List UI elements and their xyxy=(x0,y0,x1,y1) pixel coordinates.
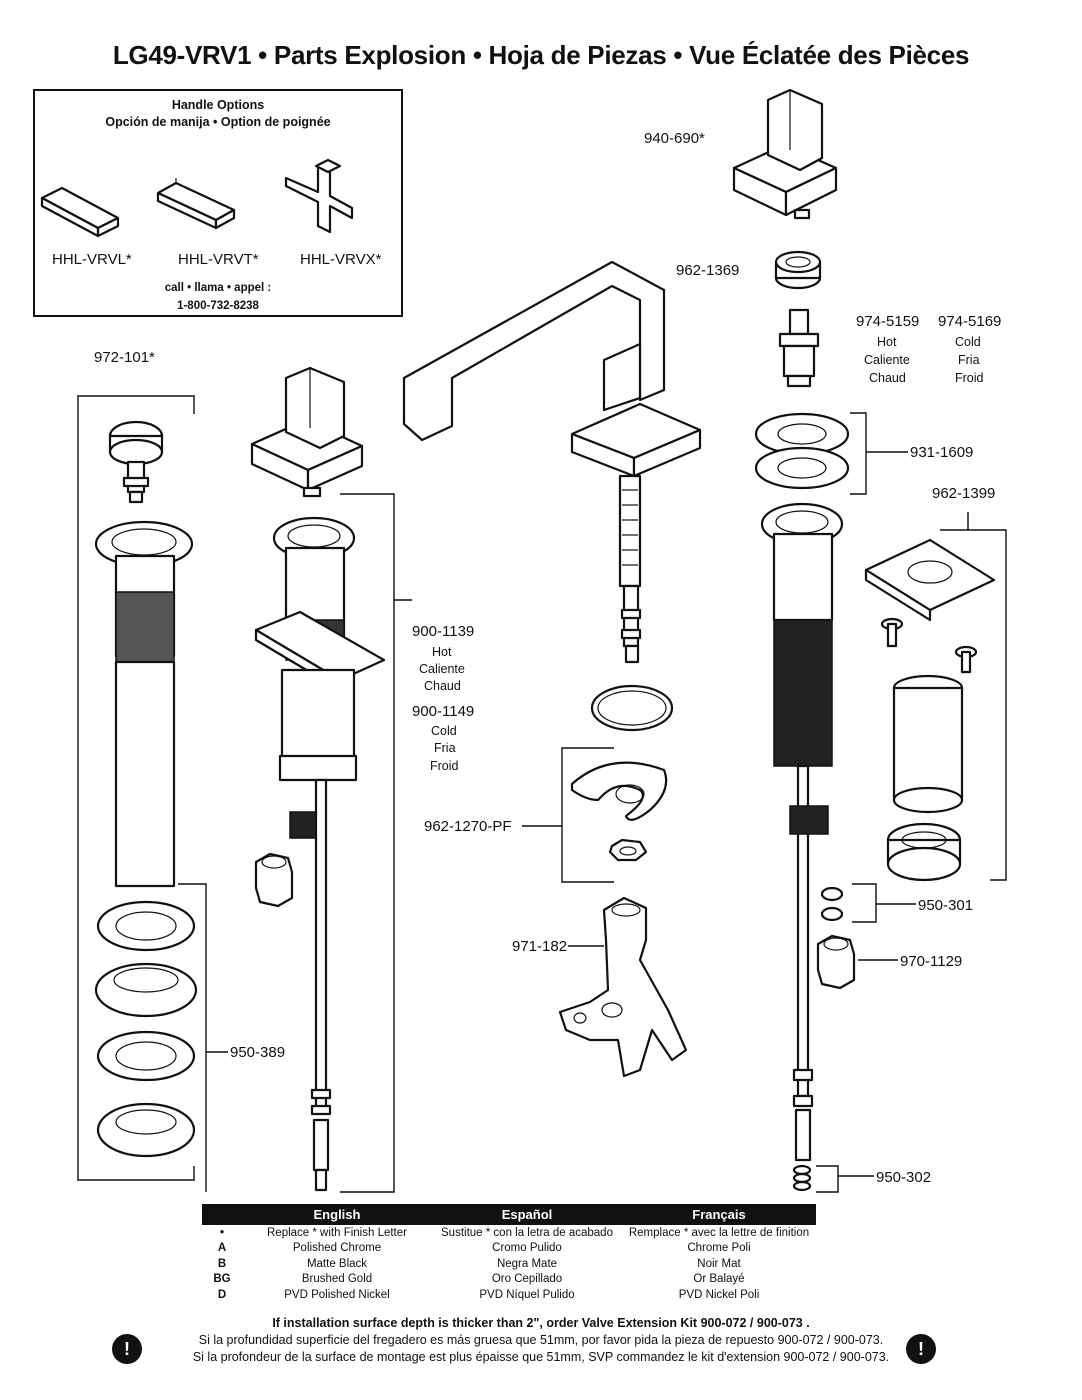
label-971-182: 971-182 xyxy=(512,938,567,955)
page-title: LG49-VRV1 • Parts Explosion • Hoja de Pi… xyxy=(112,40,970,70)
handle-options-subheading: Opción de manija • Option de poignée xyxy=(105,115,331,129)
label-962-1399: 962-1399 xyxy=(932,485,995,502)
label-900-1149: 900-1149 xyxy=(412,703,474,720)
label-caliente-974: Caliente xyxy=(864,353,910,367)
table-row: B Matte Black Negra Mate Noir Mat xyxy=(217,1257,741,1270)
valve-right-drawing xyxy=(760,502,844,1162)
note-line-french: Si la profondeur de la surface de montag… xyxy=(192,1350,890,1364)
handle-option-label-vrvt: HHL-VRVT* xyxy=(178,251,259,268)
drain-body-drawing xyxy=(94,520,194,888)
spout-drawing xyxy=(402,260,702,664)
label-froid-900: Froid xyxy=(430,759,459,773)
screws-drawing xyxy=(880,617,978,674)
label-hot-900: Hot xyxy=(432,645,452,659)
handle-lever-vrvt-drawing xyxy=(156,178,236,230)
locknut-drawing xyxy=(886,822,962,882)
warning-icon: ! xyxy=(906,1334,936,1364)
handle-cross-vrvx-drawing xyxy=(284,158,354,234)
warning-icon: ! xyxy=(112,1334,142,1364)
label-974-5169: 974-5169 xyxy=(938,313,1001,330)
label-931-1609: 931-1609 xyxy=(910,444,973,461)
bracket-971-182-drawing xyxy=(558,896,688,1078)
table-row: A Polished Chrome Cromo Pulido Chrome Po… xyxy=(217,1242,751,1255)
header-espanol: Español xyxy=(501,1207,553,1222)
valve-left-drawing xyxy=(254,516,386,1192)
handle-options-phone: 1-800-732-8238 xyxy=(177,300,259,312)
o-ring-drawing xyxy=(590,684,674,732)
label-974-5159: 974-5159 xyxy=(856,313,919,330)
table-row: D PVD Polished Nickel PVD Níquel Pulido … xyxy=(217,1288,760,1301)
label-cold-900: Cold xyxy=(431,724,457,738)
label-950-301: 950-301 xyxy=(918,897,973,914)
label-950-389: 950-389 xyxy=(230,1044,285,1061)
header-english: English xyxy=(313,1207,361,1222)
handle-option-label-vrvl: HHL-VRVL* xyxy=(52,251,132,268)
handle-options-call: call • llama • appel : xyxy=(164,282,272,294)
cartridge-974-drawing xyxy=(778,308,820,388)
nut-962-1369-drawing xyxy=(774,250,822,290)
label-cold-974: Cold xyxy=(955,335,981,349)
clip-962-1399-drawing xyxy=(864,538,996,622)
handle-940-690-drawing xyxy=(732,88,838,220)
label-962-1270-pf: 962-1270-PF xyxy=(424,818,512,835)
handle-options-heading: Handle Options xyxy=(171,98,265,112)
label-fria-900: Fria xyxy=(434,741,456,755)
washers-950-301-drawing xyxy=(820,886,844,922)
label-hot-974: Hot xyxy=(877,335,897,349)
table-row: • Replace * with Finish Letter Sustitue … xyxy=(219,1226,810,1239)
table-row: BG Brushed Gold Oro Cepillado Or Balayé xyxy=(213,1273,745,1286)
spring-950-302-drawing xyxy=(792,1164,812,1192)
label-chaud-974: Chaud xyxy=(869,371,906,385)
mounting-plate-962-1270-drawing xyxy=(570,761,668,862)
handle-options-box: Handle Options Opción de manija • Option… xyxy=(33,89,403,317)
handle-left-drawing xyxy=(250,366,364,498)
gaskets-950-389-drawing xyxy=(94,900,198,1158)
nut-970-1129-drawing xyxy=(816,934,856,990)
finish-table-header: English Español Français xyxy=(202,1204,816,1225)
label-900-1139: 900-1139 xyxy=(412,623,474,640)
label-froid-974: Froid xyxy=(955,371,984,385)
note-line-spanish: Si la profundidad superficie del fregade… xyxy=(198,1333,884,1347)
sleeve-drawing xyxy=(892,674,964,814)
handle-option-label-vrvx: HHL-VRVX* xyxy=(300,251,382,268)
extension-kit-note: If installation surface depth is thicker… xyxy=(0,1316,1082,1367)
finish-table: English Español Français • Replace * wit… xyxy=(202,1204,816,1303)
label-962-1369: 962-1369 xyxy=(676,262,739,279)
label-caliente-900: Caliente xyxy=(419,662,465,676)
label-972-101: 972-101* xyxy=(94,349,155,366)
label-970-1129: 970-1129 xyxy=(900,953,962,970)
header-francais: Français xyxy=(692,1207,746,1222)
nut-left-drawing xyxy=(254,852,294,908)
label-940-690: 940-690* xyxy=(644,130,705,147)
drain-stopper-drawing xyxy=(108,420,164,504)
handle-lever-vrvl-drawing xyxy=(40,186,120,238)
label-950-302: 950-302 xyxy=(876,1169,931,1186)
note-line-english: If installation surface depth is thicker… xyxy=(272,1316,810,1330)
label-fria-974: Fria xyxy=(958,353,980,367)
washers-931-1609-drawing xyxy=(754,412,850,490)
label-chaud-900: Chaud xyxy=(424,679,461,693)
